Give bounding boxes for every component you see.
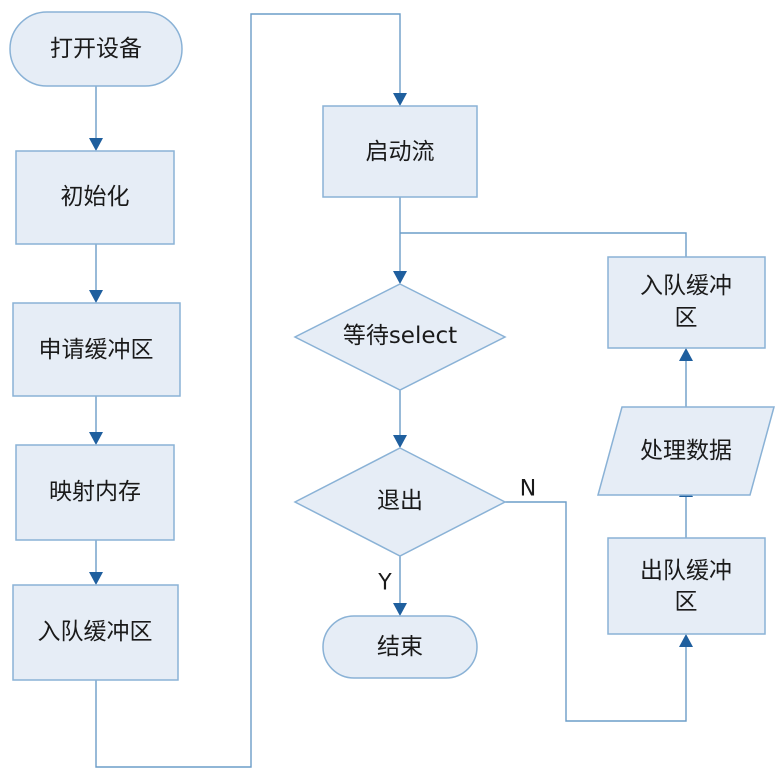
- node-dequeue-buffer: [607, 537, 766, 635]
- node-enqueue-buffer: [12, 584, 179, 681]
- edge-label-yes: Y: [377, 571, 392, 596]
- node-enqueue-buffer-label: 入队缓冲区: [38, 619, 153, 645]
- arrowhead-start: [393, 93, 407, 106]
- edge-loop-enqueue-to-wait: [400, 232, 687, 257]
- node-map-memory-label: 映射内存: [49, 479, 141, 505]
- arrowhead-init: [89, 138, 103, 151]
- arrowhead-dequeue: [679, 634, 693, 647]
- node-dequeue-buffer-label-line1: 出队缓冲: [640, 558, 732, 584]
- node-process-data-label: 处理数据: [640, 438, 732, 464]
- arrowhead-request: [89, 290, 103, 303]
- edge-enqueue-to-start: [95, 13, 401, 768]
- node-start-stream-label: 启动流: [366, 139, 435, 165]
- node-start-stream: [322, 105, 478, 198]
- node-process-data: [597, 406, 775, 496]
- node-enqueue-buffer-loop: [607, 256, 766, 349]
- node-request-buffer-label: 申请缓冲区: [39, 337, 154, 363]
- node-init: [15, 150, 175, 245]
- node-enqueue-buffer-loop-label-line1: 入队缓冲: [640, 273, 732, 299]
- node-exit-check-label: 退出: [377, 488, 423, 514]
- node-map-memory: [15, 444, 175, 541]
- arrowhead-enqueue: [89, 572, 103, 585]
- node-end: [322, 615, 478, 679]
- node-end-label: 结束: [377, 634, 423, 660]
- arrowhead-map: [89, 432, 103, 445]
- arrowhead-enqueue-loop: [679, 348, 693, 361]
- arrowhead-exit: [393, 435, 407, 448]
- node-exit-check: [293, 447, 507, 557]
- edge-exit-no-to-dequeue: [505, 501, 687, 722]
- node-enqueue-buffer-loop-label-line2: 区: [675, 305, 698, 331]
- node-request-buffer: [12, 302, 181, 397]
- node-wait-select-label: 等待select: [343, 323, 457, 349]
- arrowhead-wait: [393, 271, 407, 284]
- arrowhead-end: [393, 603, 407, 616]
- edge-label-no: N: [520, 477, 536, 502]
- connectors: [95, 13, 687, 768]
- node-open-device-label: 打开设备: [50, 36, 142, 62]
- node-dequeue-buffer-label-line2: 区: [675, 589, 698, 615]
- node-init-label: 初始化: [61, 184, 130, 210]
- node-open-device: [9, 11, 183, 87]
- node-wait-select: [293, 283, 507, 391]
